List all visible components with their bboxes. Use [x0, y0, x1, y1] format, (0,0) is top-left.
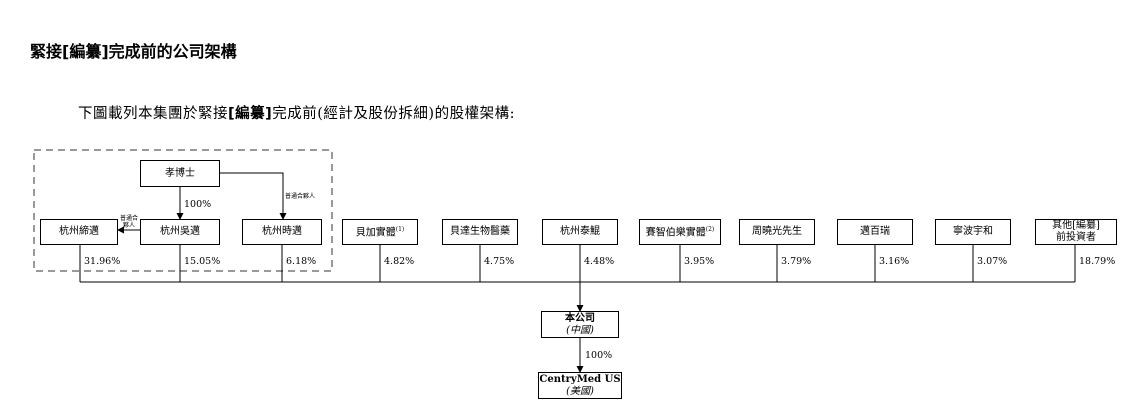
intro-before: 下圖載列本集團於緊接	[78, 106, 228, 122]
subsidiary-name: 杭州締邁	[59, 226, 99, 237]
pct-others: 18.79%	[1079, 256, 1116, 267]
shareholder-drop-lines	[79, 245, 1076, 282]
pct-company-to-us: 100%	[585, 350, 613, 361]
shareholder-box-taikun: 杭州泰鯤	[542, 219, 618, 245]
subsidiary-name: 杭州時邁	[262, 226, 302, 237]
us-entity-box: CentryMed US (美國)	[538, 372, 622, 399]
pct-wuyi: 15.05%	[184, 256, 221, 267]
pct-ningbo: 3.07%	[977, 256, 1008, 267]
shareholder-name: 賽智伯樂實體	[645, 227, 706, 239]
pct-maibairui: 3.16%	[879, 256, 910, 267]
shareholder-box-saizhi: 賽智伯樂實體(2)	[639, 219, 721, 245]
pct-saizhi: 3.95%	[684, 256, 715, 267]
pct-beijia: 4.82%	[384, 256, 415, 267]
shareholder-name: 貝加實體	[355, 227, 396, 239]
shareholder-name-line2: 前投資者	[1056, 232, 1096, 243]
shareholder-note: (1)	[395, 226, 405, 234]
company-jurisdiction: (中國)	[566, 324, 594, 336]
shareholder-name: 貝達生物醫藥	[450, 226, 510, 237]
shareholder-box-beida: 貝達生物醫藥	[442, 219, 518, 245]
company-name: 本公司	[565, 312, 595, 324]
shareholder-name: 周曉光先生	[752, 226, 802, 237]
subsidiary-box-dimai: 杭州締邁	[40, 219, 118, 245]
shareholder-note: (2)	[705, 226, 715, 234]
subsidiary-box-wuyi: 杭州吳邁	[140, 219, 220, 245]
shareholder-name: 其他[編纂]	[1052, 220, 1100, 231]
us-entity-jurisdiction: (美國)	[566, 385, 594, 397]
top-holder-box: 孝博士	[140, 160, 220, 187]
intro-text: 下圖載列本集團於緊接[編纂]完成前(經計及股份拆細)的股權架構:	[78, 102, 515, 123]
left-gp-label: 普通合夥人	[119, 215, 138, 229]
shareholder-box-others: 其他[編纂]前投資者	[1035, 219, 1117, 245]
shareholder-box-beijia: 貝加實體(1)	[342, 219, 418, 245]
shareholder-name: 杭州泰鯤	[560, 226, 600, 237]
subsidiary-name: 杭州吳邁	[160, 226, 200, 237]
top-holder-name: 孝博士	[165, 167, 195, 179]
intro-after: 完成前(經計及股份拆細)的股權架構:	[272, 106, 515, 122]
shareholder-name: 邁百瑞	[860, 226, 890, 237]
top-holder-pct: 100%	[184, 199, 212, 210]
pct-dimai: 31.96%	[84, 256, 121, 267]
pct-beida: 4.75%	[484, 256, 515, 267]
intro-redacted: [編纂]	[228, 106, 273, 122]
shareholder-box-ningbo: 寧波宇和	[935, 219, 1011, 245]
us-entity-name: CentryMed US	[539, 373, 621, 385]
line-top-to-shimai	[220, 172, 287, 220]
company-box: 本公司 (中國)	[541, 311, 619, 338]
shareholder-box-zhou: 周曉光先生	[739, 219, 815, 245]
pct-zhou: 3.79%	[781, 256, 812, 267]
shareholder-name: 寧波宇和	[953, 226, 993, 237]
subsidiary-box-shimai: 杭州時邁	[242, 219, 322, 245]
dashed-group-border	[33, 149, 333, 272]
section-heading: 緊接[編纂]完成前的公司架構	[30, 42, 237, 61]
shareholder-box-maibairui: 邁百瑞	[837, 219, 913, 245]
pct-taikun: 4.48%	[584, 256, 615, 267]
top-holder-gp-label: 普通合夥人	[285, 193, 316, 200]
pct-shimai: 6.18%	[286, 256, 317, 267]
